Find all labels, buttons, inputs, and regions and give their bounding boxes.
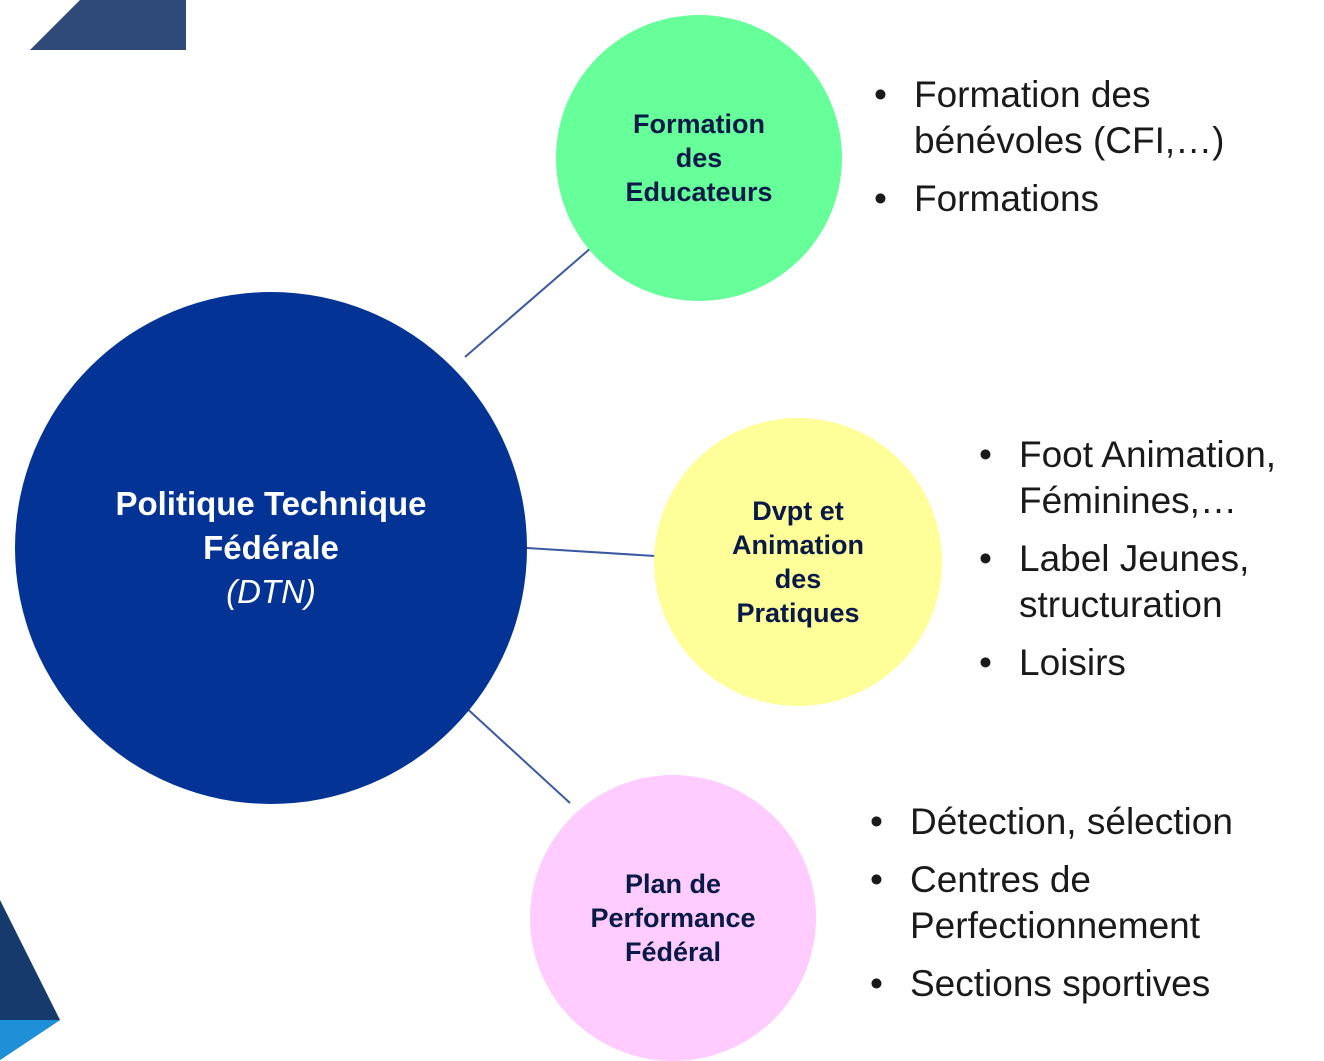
node-plan-line2: Performance: [590, 903, 756, 933]
main-title-line2: Fédérale: [203, 529, 339, 566]
node-dvpt-line4: Pratiques: [736, 598, 860, 628]
bullet-item: Détection, sélection: [866, 799, 1316, 845]
connector-plan: [461, 703, 571, 804]
bullet-item: Foot Animation, Féminines,…: [975, 432, 1320, 524]
bullet-list-dvpt: Foot Animation, Féminines,… Label Jeunes…: [975, 432, 1320, 698]
bullet-item: Label Jeunes, structuration: [975, 536, 1320, 628]
bullet-list-plan: Détection, sélection Centres de Perfecti…: [866, 799, 1316, 1019]
node-dvpt-line1: Dvpt et: [752, 496, 844, 526]
node-dvpt-line2: Animation: [732, 530, 864, 560]
node-formation-line2: des: [675, 143, 723, 173]
bullet-list-formation: Formation des bénévoles (CFI,…) Formatio…: [870, 72, 1310, 234]
bullet-item: Sections sportives: [866, 961, 1316, 1007]
bullet-item: Formation des bénévoles (CFI,…): [870, 72, 1310, 164]
bullet-item: Loisirs: [975, 640, 1320, 686]
corner-decoration-top: [30, 0, 186, 50]
node-formation-line1: Formation: [633, 109, 765, 139]
node-formation-line3: Educateurs: [625, 177, 773, 207]
bullet-item: Formations: [870, 176, 1310, 222]
node-dvpt: Dvpt et Animation des Pratiques: [654, 418, 942, 706]
connector-formation: [464, 246, 593, 358]
node-plan-line1: Plan de: [624, 869, 722, 899]
main-circle: Politique Technique Fédérale (DTN): [15, 292, 527, 804]
corner-decoration-bottom: [0, 900, 60, 1060]
node-formation: Formation des Educateurs: [556, 15, 842, 301]
node-plan-line3: Fédéral: [624, 937, 722, 967]
connector-dvpt: [526, 547, 656, 557]
node-plan: Plan de Performance Fédéral: [530, 775, 816, 1061]
main-title-line1: Politique Technique: [115, 485, 427, 522]
main-title-line3: (DTN): [226, 573, 316, 610]
node-dvpt-line3: des: [774, 564, 822, 594]
bullet-item: Centres de Perfectionnement: [866, 857, 1316, 949]
